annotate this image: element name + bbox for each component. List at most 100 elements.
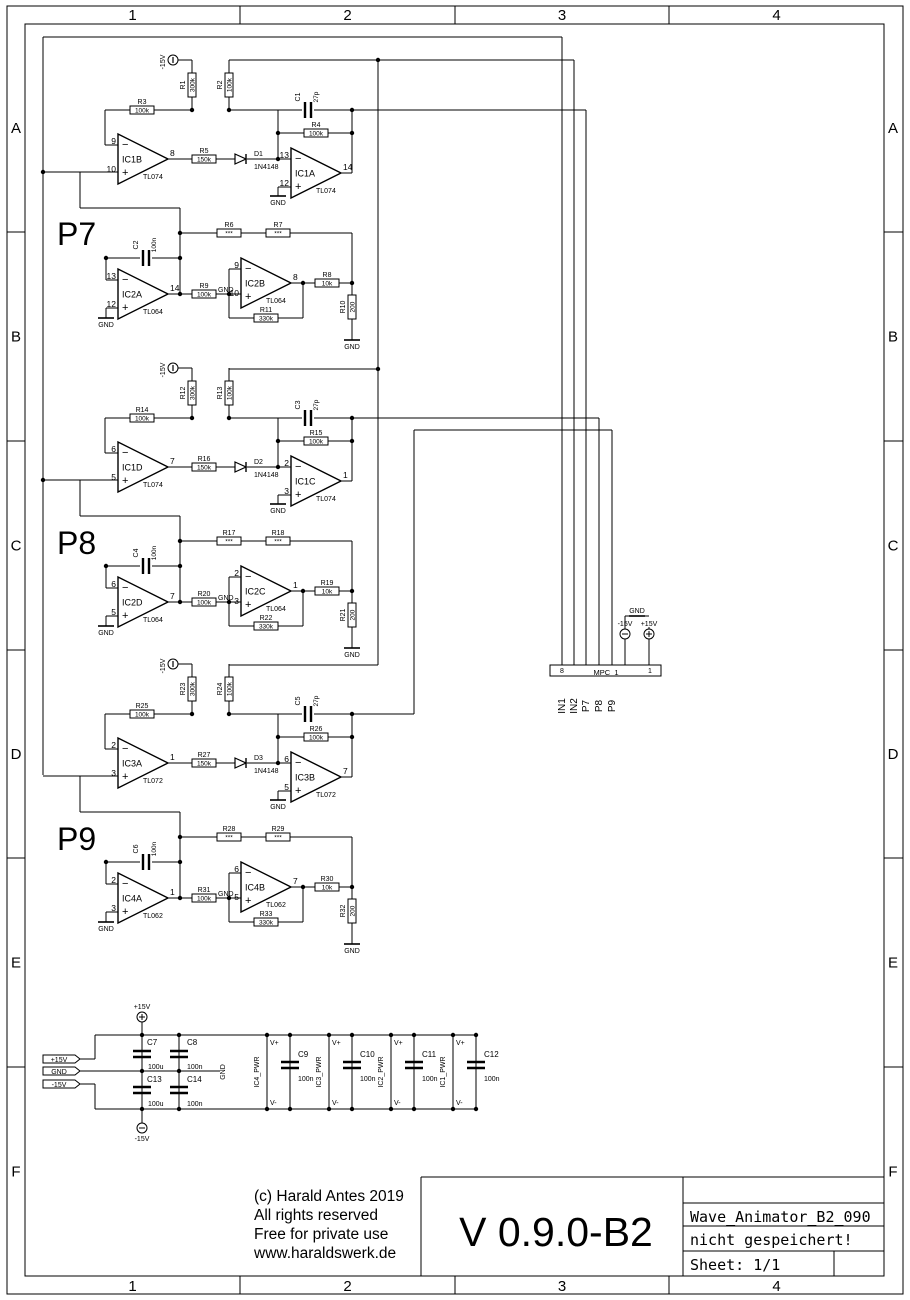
junction-dot [300, 884, 306, 890]
port-flag [42, 1054, 81, 1064]
resistor-ref: R10 [340, 300, 347, 313]
capacitor-ref: C13 [147, 1075, 162, 1084]
opamp-triangle [290, 750, 343, 804]
resistor-value: 10k [322, 281, 333, 288]
pin-number: 8 [293, 272, 298, 282]
opamp-plus: + [295, 489, 301, 501]
opamp-triangle [240, 564, 293, 618]
row-label: B [888, 329, 898, 346]
pin-number: 6 [234, 864, 239, 874]
resistor-value: 100k [197, 292, 212, 299]
resistor [216, 536, 242, 546]
junction-dot [176, 1032, 182, 1038]
copyright-text: (c) Harald Antes 2019 [254, 1188, 404, 1205]
resistor-ref: R14 [136, 407, 149, 414]
rights-text: All rights reserved [254, 1207, 378, 1224]
opamp-type: TL074 [143, 174, 163, 181]
capacitor-ref: C11 [422, 1050, 437, 1059]
port-label: GND [51, 1069, 67, 1076]
resistor [187, 72, 197, 98]
resistor-ref: R6 [225, 222, 234, 229]
ground-label: GND [98, 926, 114, 933]
row-label: C [888, 538, 899, 555]
resistor-value: 330k [259, 624, 274, 631]
diode [234, 757, 248, 769]
diode [234, 153, 248, 165]
resistor-ref: R21 [340, 608, 347, 621]
opamp-plus: + [245, 599, 251, 611]
pin-number: 13 [107, 271, 117, 281]
resistor [303, 732, 329, 742]
capacitor-value: 100n [187, 1101, 203, 1108]
junction-dot [349, 130, 355, 136]
opamp-triangle [117, 440, 170, 494]
connector-body [549, 664, 662, 677]
resistor-ref: R15 [310, 430, 323, 437]
opamp-minus: − [122, 582, 128, 594]
power-block-label: IC2_PWR [378, 1056, 385, 1087]
save-state-text: nicht gespeichert! [690, 1231, 853, 1249]
row-label: B [11, 329, 21, 346]
opamp-triangle [117, 871, 170, 925]
supply-label: -15V [618, 621, 633, 628]
resistor-value: *** [274, 835, 282, 842]
resistor-value: 200 [350, 905, 357, 916]
capacitor-value: 27p [313, 91, 320, 102]
capacitor-value: 100u [148, 1064, 164, 1071]
capacitor-ref: C12 [484, 1050, 499, 1059]
junction-dot [177, 599, 183, 605]
resistor-ref: R1 [180, 80, 187, 89]
resistor [216, 228, 242, 238]
resistor [314, 586, 340, 596]
inner-border [24, 23, 885, 1277]
junction-dot [177, 563, 183, 569]
column-label: 2 [343, 7, 351, 24]
resistor [191, 462, 217, 472]
resistor [253, 917, 279, 927]
capacitor-ref: C6 [133, 844, 140, 853]
resistor-value: 100k [227, 681, 234, 696]
junction-dot [375, 366, 381, 372]
diode-type: 1N4148 [254, 164, 279, 171]
resistor-value: 150k [197, 157, 212, 164]
opamp-plus: + [245, 895, 251, 907]
opamp-triangle [290, 454, 343, 508]
sheet-number-text: Sheet: 1/1 [690, 1256, 780, 1274]
opamp-triangle [117, 267, 170, 321]
resistor-ref: R28 [223, 826, 236, 833]
opamp-ref: IC1D [122, 463, 143, 473]
junction-dot [177, 538, 183, 544]
opamp-minus: − [122, 878, 128, 890]
row-label: D [888, 746, 899, 763]
junction-dot [349, 734, 355, 740]
pin-number: 12 [107, 299, 117, 309]
opamp-ref: IC1A [295, 169, 315, 179]
opamp-triangle [240, 860, 293, 914]
column-label: 3 [558, 7, 566, 24]
pin-number: 5 [284, 782, 289, 792]
connector-pin: 1 [648, 668, 652, 675]
opamp-ref: IC4B [245, 883, 265, 893]
pin-number: 7 [170, 591, 175, 601]
opamp-minus: − [122, 139, 128, 151]
capacitor-value: 100u [148, 1101, 164, 1108]
resistor-ref: R30 [321, 876, 334, 883]
opamp-minus: − [122, 274, 128, 286]
supply-label: -15V [160, 362, 167, 377]
resistor [314, 882, 340, 892]
capacitor-ref: C4 [133, 548, 140, 557]
capacitor-value: 100n [151, 237, 158, 252]
resistor-value: 300k [190, 385, 197, 400]
resistor-value: 150k [197, 465, 212, 472]
ground-label: GND [218, 891, 234, 898]
opamp-minus: − [295, 153, 301, 165]
pin-number: 9 [234, 260, 239, 270]
row-label: A [11, 120, 21, 137]
row-label: F [888, 1164, 897, 1181]
opamp-type: TL064 [143, 617, 163, 624]
column-label: 1 [128, 7, 136, 24]
